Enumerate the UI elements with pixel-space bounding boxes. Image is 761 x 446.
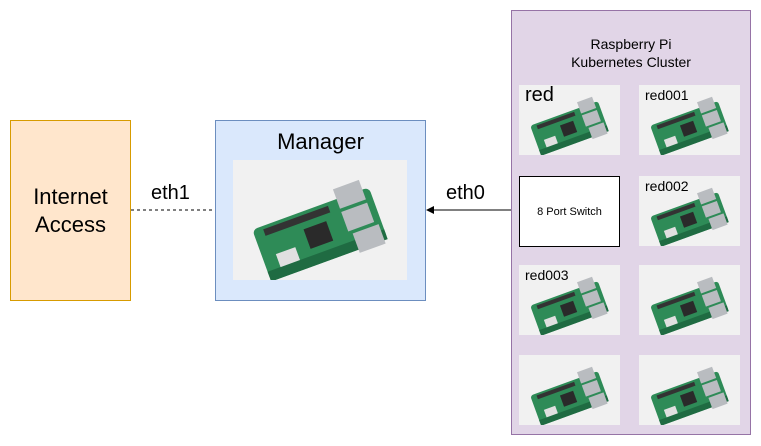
node-red001[interactable]: red001	[639, 85, 740, 155]
eth1-label: eth1	[151, 182, 190, 204]
raspberry-pi-board-icon	[531, 276, 609, 335]
switch-box[interactable]: 8 Port Switch	[519, 176, 620, 247]
raspberry-pi-board-icon	[253, 179, 388, 280]
manager-pi-image	[233, 160, 407, 280]
raspberry-pi-board-icon	[651, 366, 729, 425]
raspberry-pi-board-icon	[651, 187, 729, 246]
cluster-title: Raspberry Pi Kubernetes Cluster	[571, 36, 691, 70]
switch-label: 8 Port Switch	[537, 205, 602, 218]
node-label: red001	[645, 87, 689, 103]
node-label: red	[525, 85, 554, 106]
arrowhead-left	[426, 206, 434, 214]
raspberry-pi-board-icon	[651, 276, 729, 335]
node-red003[interactable]: red003	[519, 265, 620, 335]
node-label: red003	[525, 267, 569, 283]
node-red002[interactable]: red002	[639, 176, 740, 246]
node-label: red002	[645, 178, 689, 194]
eth0-label: eth0	[446, 182, 485, 204]
raspberry-pi-board-icon	[531, 366, 609, 425]
raspberry-pi-board-icon	[531, 96, 609, 155]
node-unlabeled[interactable]	[639, 355, 740, 425]
node-unlabeled[interactable]	[519, 355, 620, 425]
node-red[interactable]: red	[519, 85, 620, 155]
manager-title: Manager	[277, 129, 364, 154]
node-unlabeled[interactable]	[639, 265, 740, 335]
raspberry-pi-board-icon	[651, 96, 729, 155]
